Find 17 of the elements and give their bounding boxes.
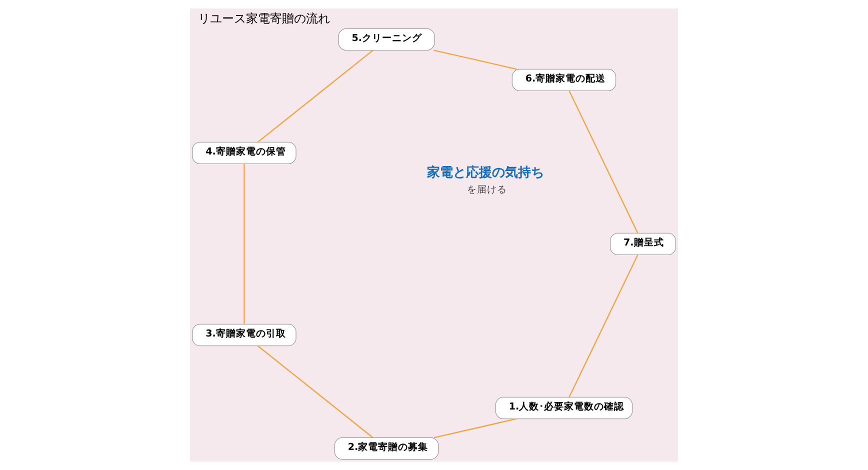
node-box: 6.寄贈家電の配送 bbox=[512, 68, 616, 92]
node-box: 4.寄贈家電の保管 bbox=[192, 142, 296, 164]
diagram-title: リユース家電寄贈の流れ bbox=[198, 12, 330, 26]
node-box: 5.クリーニング bbox=[338, 28, 435, 51]
connector bbox=[244, 164, 245, 324]
node-box: 2.家電寄贈の募集 bbox=[334, 437, 439, 460]
connector bbox=[257, 50, 374, 143]
node-box: 3.寄贈家電の引取 bbox=[192, 324, 296, 346]
node-box: 1.人数･必要家電数の確認 bbox=[495, 396, 633, 420]
connector bbox=[568, 90, 638, 234]
connector bbox=[568, 254, 638, 398]
connector bbox=[434, 50, 517, 70]
connector bbox=[434, 418, 517, 438]
connector bbox=[257, 345, 374, 438]
label: 家電と応援の気持ち bbox=[427, 166, 544, 181]
node-box: 7.贈呈式 bbox=[610, 232, 676, 256]
label: を届ける bbox=[467, 184, 508, 196]
